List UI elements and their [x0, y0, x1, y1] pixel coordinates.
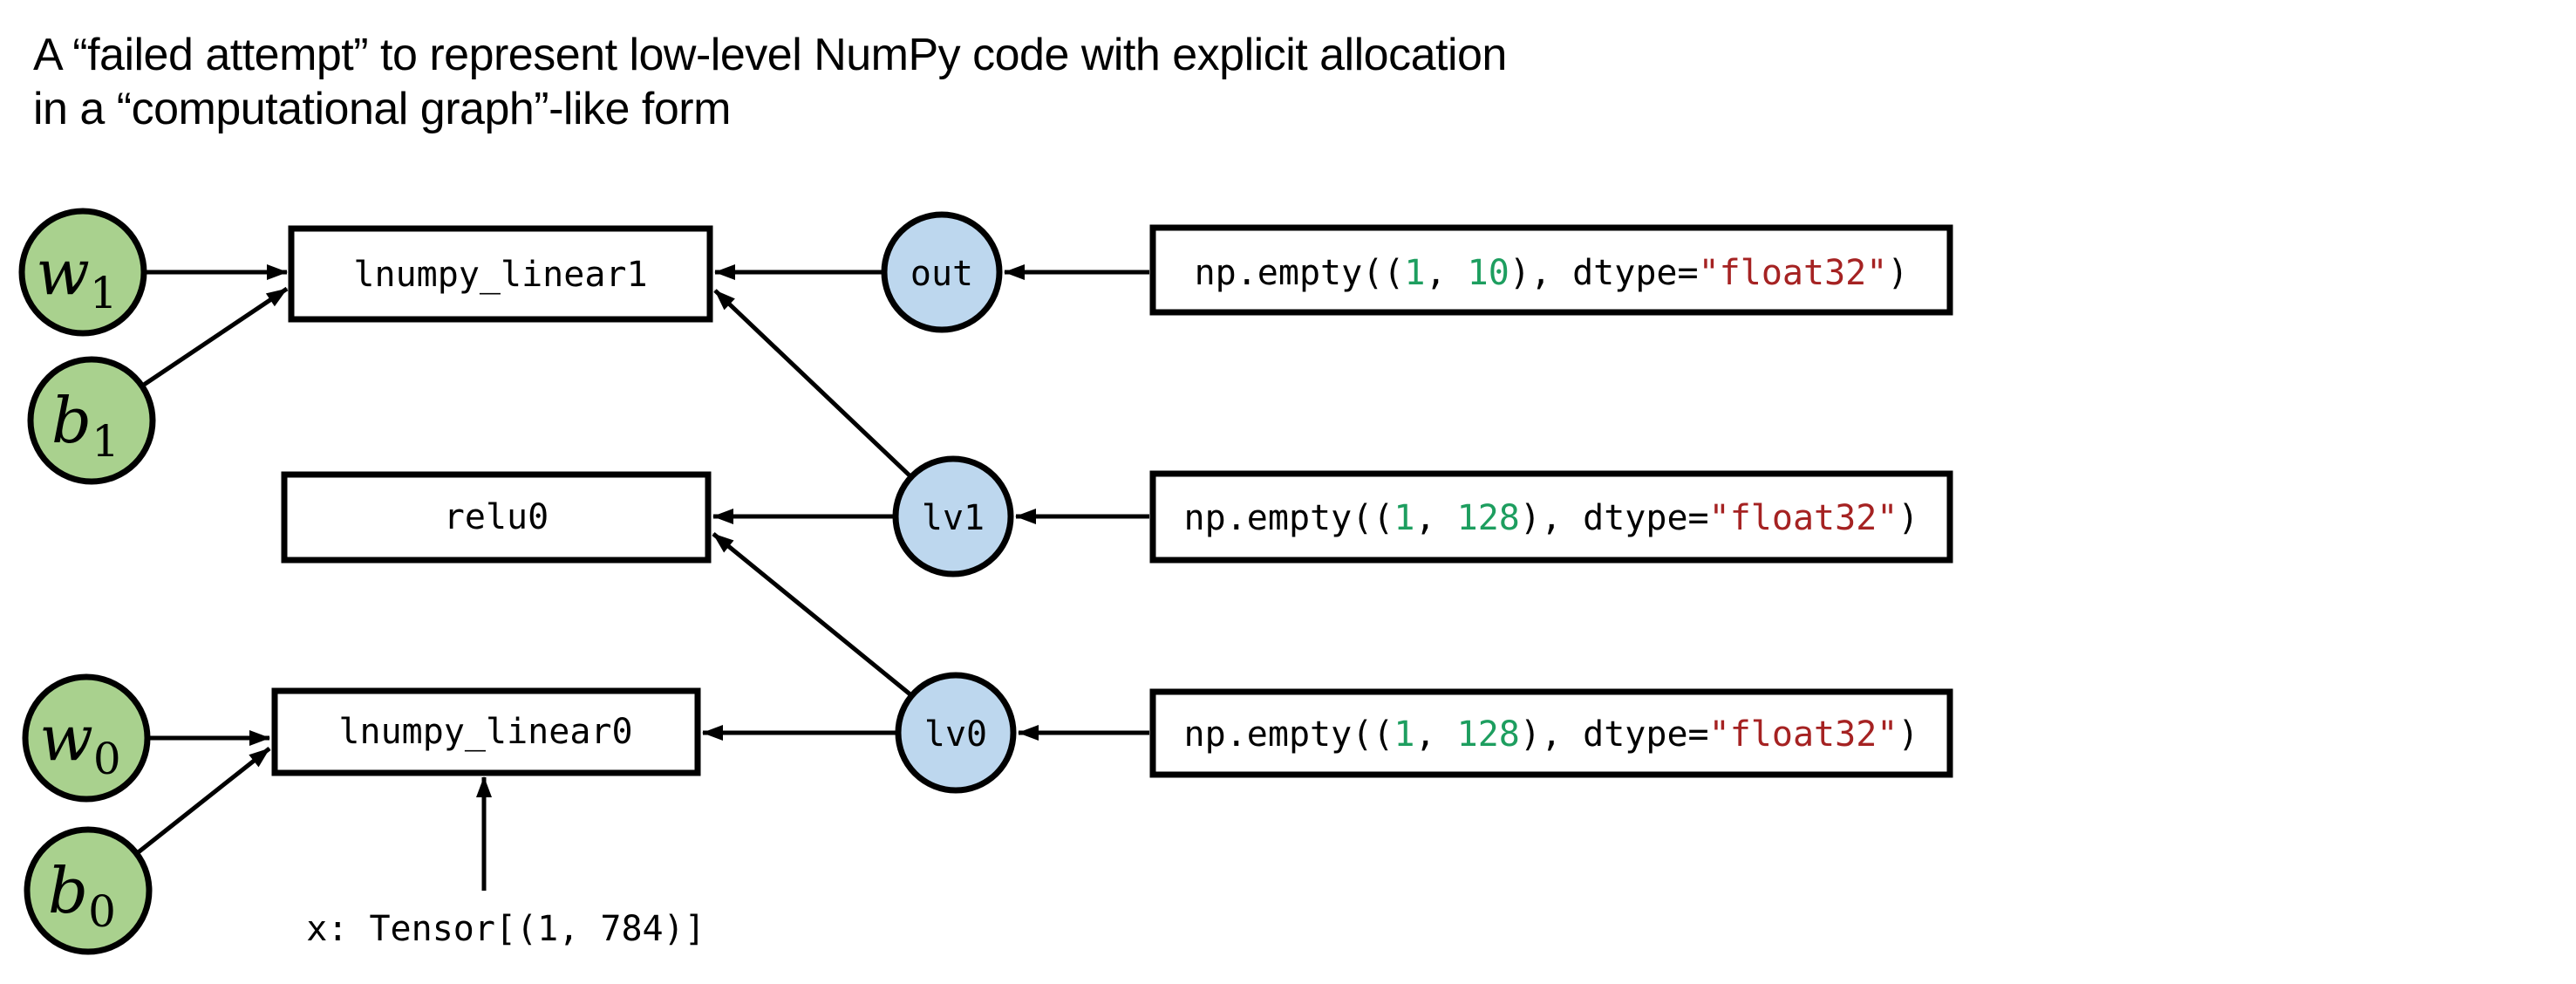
alloc2-seg-dtype-kw: ), dtype=	[1520, 498, 1709, 538]
buffer-node-lv0-circle	[895, 672, 1017, 794]
op-box-lnumpy-linear0-label: lnumpy_linear0	[338, 712, 632, 752]
alloc2-seg-dim2: 128	[1457, 498, 1520, 538]
buffer-node-lv1-label: lv1	[922, 498, 985, 538]
param-w0-base: w	[39, 701, 93, 775]
edge-b1-to-lnumpy-linear1	[140, 286, 289, 389]
buffer-node-lv1-circle	[892, 455, 1014, 577]
alloc3-seg-close: )	[1898, 714, 1918, 755]
buffer-node-out-circle	[881, 211, 1003, 333]
alloc1-seg-close: )	[1887, 253, 1908, 293]
param-node-b0-label: b0	[48, 854, 116, 937]
alloc1-seg-dim1: 1	[1404, 253, 1425, 293]
input-x-annotation: x: Tensor[(1, 784)]	[306, 909, 705, 949]
param-b1-base: b	[51, 384, 92, 457]
alloc-box-2-code: np.empty((1, 128), dtype="float32")	[1184, 498, 1919, 538]
param-node-w0-circle	[22, 673, 151, 803]
alloc3-seg-dim2: 128	[1457, 714, 1520, 755]
alloc2-seg-close: )	[1898, 498, 1918, 538]
param-b0-subscript: 0	[88, 886, 116, 937]
alloc2-seg-dtype-str: "float32"	[1709, 498, 1898, 538]
op-box-relu0-rect	[281, 471, 712, 564]
param-node-b1: b1	[27, 356, 156, 485]
edge-lv0-to-relu0	[712, 532, 913, 697]
alloc3-seg-fn: np.empty((	[1184, 714, 1394, 755]
buffer-node-out: out	[881, 211, 1003, 333]
op-box-lnumpy-linear1-label: lnumpy_linear1	[353, 255, 647, 295]
param-b0-base: b	[48, 854, 88, 927]
op-box-lnumpy-linear1-rect	[288, 225, 713, 323]
alloc2-seg-fn: np.empty((	[1184, 498, 1394, 538]
param-node-w1-label: w1	[36, 236, 117, 318]
param-node-b0: b0	[24, 826, 153, 955]
alloc-box-1: np.empty((1, 10), dtype="float32")	[1149, 224, 1953, 316]
alloc3-seg-dtype-str: "float32"	[1709, 714, 1898, 755]
op-box-relu0-label: relu0	[444, 497, 549, 537]
param-w1-base: w	[36, 236, 90, 309]
figure-title-line-2: in a “computational graph”-like form	[33, 84, 731, 134]
alloc-box-2-rect	[1149, 470, 1953, 564]
op-box-lnumpy-linear1: lnumpy_linear1	[288, 225, 713, 323]
buffer-node-lv0-label: lv0	[924, 714, 987, 755]
buffer-node-lv1: lv1	[892, 455, 1014, 577]
alloc-box-3: np.empty((1, 128), dtype="float32")	[1149, 688, 1953, 778]
alloc1-seg-dtype-kw: ), dtype=	[1509, 253, 1699, 293]
alloc3-seg-dim1: 1	[1394, 714, 1414, 755]
param-node-w0-label: w0	[39, 701, 120, 784]
alloc2-seg-comma: ,	[1414, 498, 1456, 538]
alloc-box-1-rect	[1149, 224, 1953, 316]
op-box-lnumpy-linear0: lnumpy_linear0	[271, 687, 701, 776]
alloc-box-3-code: np.empty((1, 128), dtype="float32")	[1184, 714, 1919, 755]
param-b1-subscript: 1	[92, 416, 119, 467]
buffer-node-out-label: out	[910, 254, 973, 294]
param-w1-subscript: 1	[90, 268, 118, 318]
alloc1-seg-comma: ,	[1425, 253, 1467, 293]
alloc1-seg-fn: np.empty((	[1195, 253, 1405, 293]
alloc2-seg-dim1: 1	[1394, 498, 1414, 538]
op-box-lnumpy-linear0-rect	[271, 687, 701, 776]
alloc-box-2: np.empty((1, 128), dtype="float32")	[1149, 470, 1953, 564]
param-node-w1-circle	[18, 208, 147, 337]
alloc1-seg-dtype-str: "float32"	[1699, 253, 1888, 293]
buffer-node-lv0: lv0	[895, 672, 1017, 794]
edge-lv1-to-lnumpy-linear1	[713, 289, 912, 478]
edge-b0-to-lnumpy-linear0	[134, 747, 271, 856]
edges	[134, 264, 1149, 891]
alloc3-seg-dtype-kw: ), dtype=	[1520, 714, 1709, 755]
alloc3-seg-comma: ,	[1414, 714, 1456, 755]
param-node-w0: w0	[22, 673, 151, 803]
alloc-box-1-code: np.empty((1, 10), dtype="float32")	[1195, 253, 1909, 293]
figure-title-line-1: A “failed attempt” to represent low-leve…	[33, 30, 1507, 80]
param-w0-subscript: 0	[93, 734, 121, 784]
param-node-w1: w1	[18, 208, 147, 337]
alloc1-seg-dim2: 10	[1468, 253, 1509, 293]
param-node-b1-label: b1	[51, 384, 119, 467]
alloc-box-3-rect	[1149, 688, 1953, 778]
param-node-b1-circle	[27, 356, 156, 485]
param-node-b0-circle	[24, 826, 153, 955]
op-box-relu0: relu0	[281, 471, 712, 564]
